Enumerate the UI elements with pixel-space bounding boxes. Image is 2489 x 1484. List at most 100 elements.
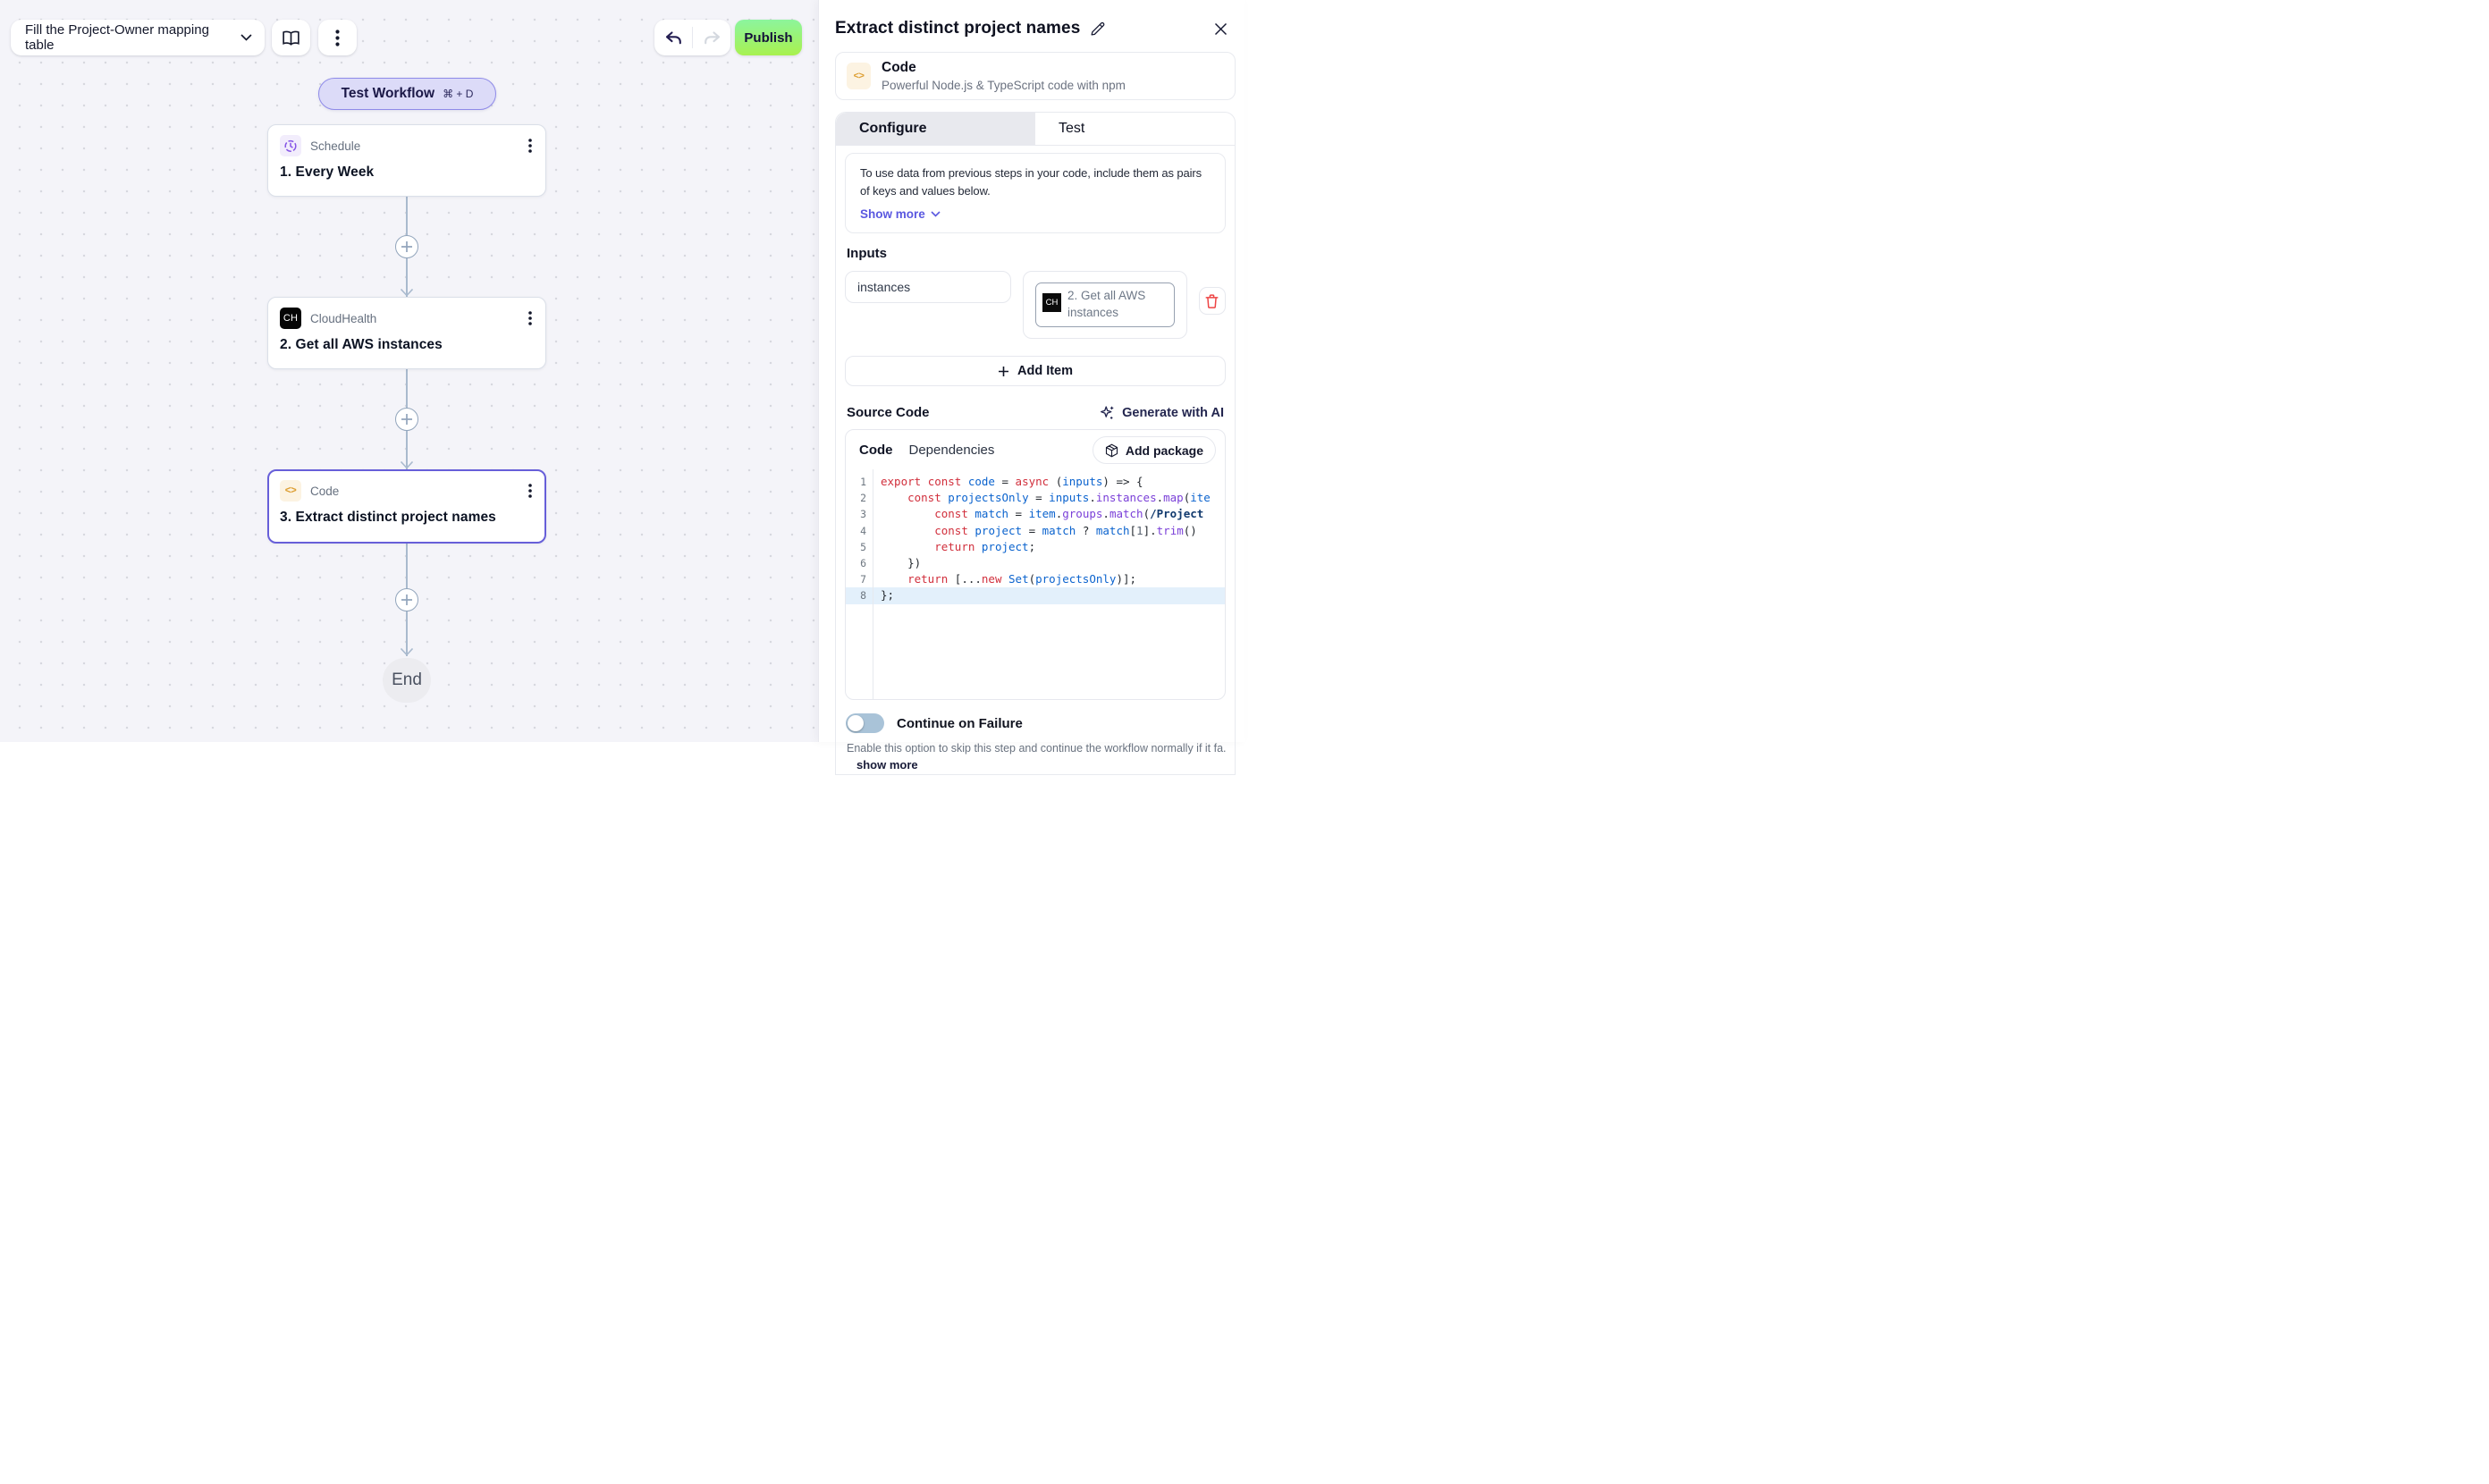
step-config-panel: Extract distinct project names <> Code P…: [818, 0, 1244, 775]
step-reference-chip[interactable]: CH 2. Get all AWS instances: [1035, 282, 1175, 328]
add-step-button[interactable]: [395, 235, 418, 258]
package-icon: [1105, 443, 1118, 457]
node-title: 1. Every Week: [280, 164, 375, 180]
add-step-button[interactable]: [395, 408, 418, 431]
redo-button[interactable]: [693, 20, 730, 55]
code-line[interactable]: 3 const match = item.groups.match(/Proje…: [846, 506, 1225, 522]
kebab-menu-icon: [528, 484, 532, 498]
line-number: 1: [860, 476, 866, 489]
node-code[interactable]: <> Code 3. Extract distinct project name…: [267, 469, 546, 544]
generate-with-ai-button[interactable]: Generate with AI: [1100, 405, 1224, 420]
undo-button[interactable]: [654, 20, 692, 55]
arrowhead-icon: [400, 648, 414, 656]
show-more-link[interactable]: Show more: [860, 207, 941, 221]
code-line[interactable]: 2 const projectsOnly = inputs.instances.…: [846, 490, 1225, 506]
more-options-button[interactable]: [318, 20, 357, 55]
plus-icon: [401, 241, 412, 252]
arrowhead-icon: [400, 289, 414, 297]
node-menu-button[interactable]: [527, 137, 534, 155]
app-description: Powerful Node.js & TypeScript code with …: [882, 79, 1126, 92]
workflow-selector-label: Fill the Project-Owner mapping table: [25, 22, 209, 53]
close-panel-button[interactable]: [1212, 21, 1229, 38]
line-number: 5: [860, 540, 866, 553]
node-app-label: Schedule: [310, 139, 361, 153]
pencil-icon: [1091, 21, 1105, 36]
source-code-row: Source Code Generate with AI: [845, 405, 1226, 420]
app-name: Code: [882, 60, 916, 75]
history-controls: [654, 20, 730, 55]
workflow-canvas[interactable]: Fill the Project-Owner mapping table Pub…: [0, 0, 818, 742]
delete-input-button[interactable]: [1198, 287, 1226, 316]
line-number: 6: [860, 557, 866, 569]
node-app-label: CloudHealth: [310, 311, 377, 325]
kebab-menu-icon: [528, 139, 532, 153]
node-schedule[interactable]: Schedule 1. Every Week: [267, 124, 546, 197]
tabstrip: Configure Test: [836, 113, 1235, 146]
node-menu-button[interactable]: [527, 482, 534, 500]
node-cloudhealth[interactable]: CH CloudHealth 2. Get all AWS instances: [267, 297, 546, 369]
redo-icon: [704, 30, 720, 44]
code-brackets-icon: <>: [280, 480, 301, 502]
docs-button[interactable]: [272, 20, 310, 55]
editor-tab-code[interactable]: Code: [859, 443, 893, 459]
test-workflow-label: Test Workflow: [341, 86, 435, 101]
editor-tab-dependencies[interactable]: Dependencies: [908, 443, 995, 459]
workflow-selector[interactable]: Fill the Project-Owner mapping table: [11, 20, 265, 55]
continue-on-failure-label: Continue on Failure: [897, 715, 1023, 731]
book-icon: [283, 30, 300, 46]
editor-header: Code Dependencies Add package: [846, 430, 1225, 469]
line-number: 3: [860, 508, 866, 521]
add-item-button[interactable]: Add Item: [845, 356, 1226, 387]
code-line[interactable]: 8};: [846, 587, 1225, 604]
input-row: CH 2. Get all AWS instances: [845, 271, 1226, 340]
kebab-menu-icon: [528, 311, 532, 325]
app-info-card: <> Code Powerful Node.js & TypeScript co…: [835, 52, 1236, 100]
show-more-toggle-link[interactable]: show more: [856, 758, 918, 772]
chevron-down-icon: [240, 34, 252, 41]
configure-tab-content: To use data from previous steps in your …: [836, 146, 1235, 772]
tab-configure[interactable]: Configure: [836, 113, 1035, 145]
cloudhealth-icon: CH: [1042, 293, 1061, 313]
line-number: 2: [860, 492, 866, 505]
panel-header: Extract distinct project names: [819, 0, 1244, 38]
tab-test[interactable]: Test: [1059, 121, 1085, 136]
add-step-button[interactable]: [395, 588, 418, 611]
arrowhead-icon: [400, 461, 414, 469]
plus-icon: [401, 594, 412, 605]
config-tab-card: Configure Test To use data from previous…: [835, 112, 1236, 775]
step-reference-label: 2. Get all AWS instances: [1067, 289, 1146, 320]
code-line[interactable]: 4 const project = match ? match[1].trim(…: [846, 523, 1225, 539]
clock-icon: [280, 135, 301, 156]
kebab-menu-icon: [335, 29, 340, 46]
line-number: 4: [860, 524, 866, 537]
node-app-label: Code: [310, 484, 340, 498]
panel-title: Extract distinct project names: [835, 19, 1081, 38]
code-brackets-icon: <>: [847, 63, 871, 89]
continue-on-failure-toggle[interactable]: [846, 713, 884, 734]
publish-button[interactable]: Publish: [735, 20, 802, 55]
code-line[interactable]: 5 return project;: [846, 539, 1225, 555]
close-icon: [1214, 22, 1228, 35]
code-line[interactable]: 6 }): [846, 555, 1225, 571]
code-line[interactable]: 7 return [...new Set(projectsOnly)];: [846, 571, 1225, 587]
info-text: To use data from previous steps in your …: [860, 166, 1202, 198]
continue-on-failure-description: Enable this option to skip this step and…: [847, 742, 1226, 755]
node-title: 2. Get all AWS instances: [280, 337, 443, 352]
plus-icon: [401, 414, 412, 425]
inputs-heading: Inputs: [847, 246, 887, 262]
test-workflow-button[interactable]: Test Workflow ⌘ + D: [318, 78, 496, 110]
chevron-down-icon: [931, 211, 941, 217]
input-key-field[interactable]: [845, 271, 1011, 304]
undo-icon: [665, 30, 681, 44]
sparkle-icon: [1101, 406, 1114, 419]
add-package-button[interactable]: Add package: [1092, 436, 1216, 465]
continue-on-failure-row: Continue on Failure: [845, 713, 1226, 734]
edit-title-button[interactable]: [1090, 21, 1105, 37]
trash-icon: [1205, 294, 1219, 308]
node-menu-button[interactable]: [527, 309, 534, 327]
line-number: 7: [860, 573, 866, 586]
source-code-heading: Source Code: [847, 405, 930, 421]
